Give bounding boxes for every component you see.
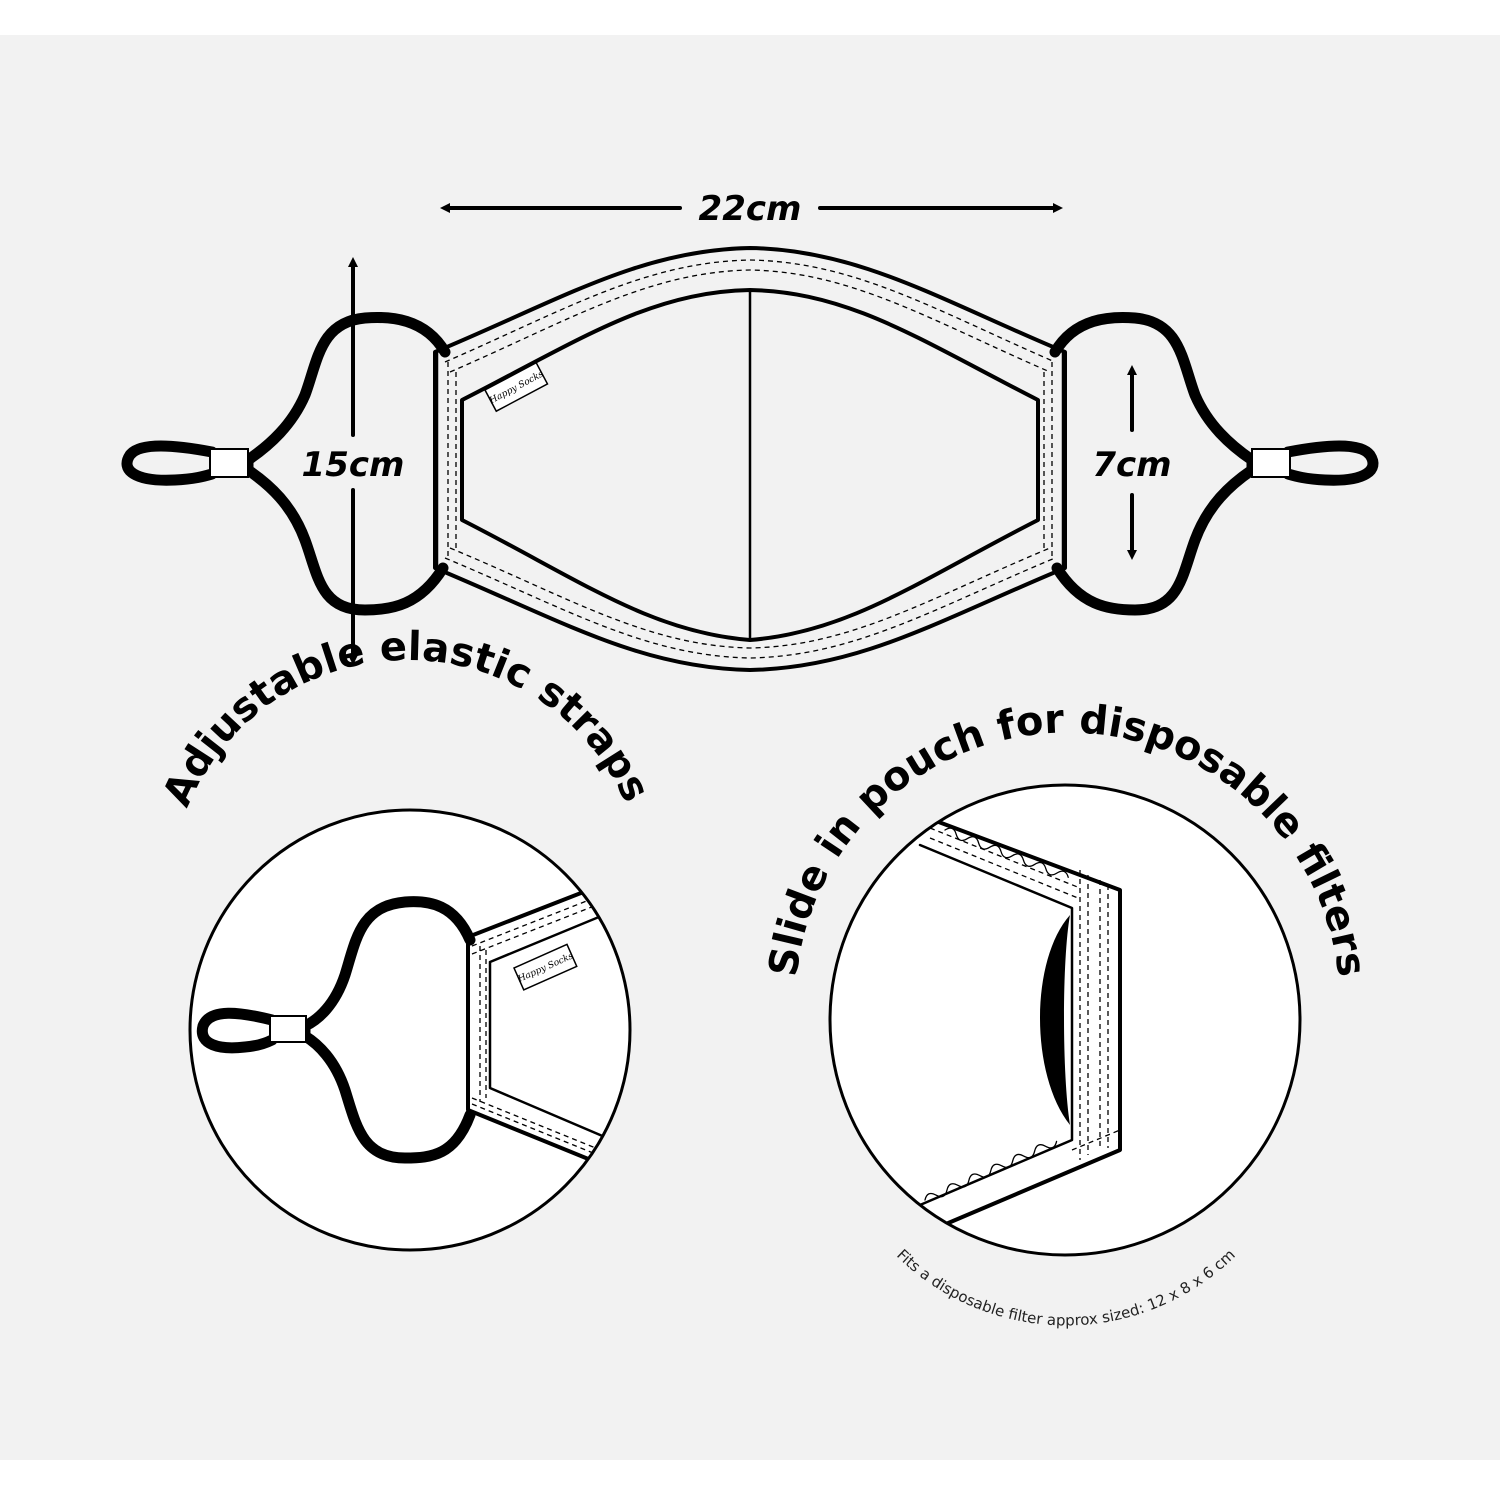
stitch-top-1 bbox=[444, 259, 1056, 363]
left-strap-adjuster bbox=[209, 448, 249, 478]
pouch-top-stitch bbox=[929, 827, 1121, 1160]
mask-front-view: Happy Socks bbox=[121, 246, 1379, 672]
height-label: 15cm bbox=[302, 445, 405, 485]
right-cord-loop bbox=[1282, 440, 1379, 486]
stitch-bottom-2 bbox=[449, 547, 1051, 649]
pouch-opening bbox=[1040, 915, 1070, 1125]
strap-dimension: 7cm bbox=[1092, 365, 1172, 560]
height-dimension: 15cm bbox=[302, 257, 405, 665]
pouch-outline bbox=[918, 813, 1122, 1237]
pouch-inner-edge bbox=[918, 843, 1074, 1207]
straps-detail-tag: Happy Socks bbox=[513, 943, 578, 991]
background-panel bbox=[0, 35, 1500, 1460]
stitch-left bbox=[447, 362, 457, 558]
width-dimension: 22cm bbox=[440, 189, 1063, 229]
pouch-top-zigzag bbox=[944, 827, 1069, 878]
straps-detail-adjuster bbox=[269, 1015, 307, 1043]
straps-detail-stitch bbox=[471, 879, 629, 1173]
strap-label: 7cm bbox=[1092, 445, 1171, 485]
pouch-detail-circle bbox=[828, 783, 1302, 1257]
mask-outer-edge bbox=[433, 246, 1067, 672]
left-cord-loop bbox=[121, 440, 218, 486]
stitch-bottom-1 bbox=[444, 557, 1056, 659]
pouch-bottom-zigzag bbox=[924, 1140, 1058, 1201]
stitch-top-2 bbox=[449, 269, 1051, 373]
stitch-right bbox=[1043, 362, 1053, 558]
straps-detail-cord-loop bbox=[196, 1007, 278, 1054]
right-strap-adjuster bbox=[1251, 448, 1291, 478]
width-label: 22cm bbox=[699, 189, 802, 229]
straps-detail-circle bbox=[188, 808, 632, 1252]
mask-inner-panel bbox=[460, 288, 1040, 642]
